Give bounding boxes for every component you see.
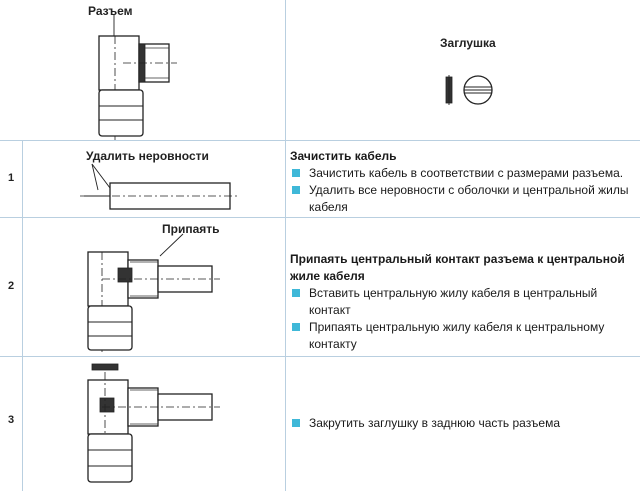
step-1-title: Зачистить кабель [290,149,397,163]
step-3-bullets: Закрутить заглушку в заднюю часть разъем… [290,415,635,432]
list-item: Удалить все неровности с оболочки и цент… [290,182,635,216]
list-item: Припаять центральную жилу кабеля к центр… [290,319,635,353]
step-number-1: 1 [7,172,15,184]
cable-strip-figure [80,163,240,210]
list-item: Вставить центральную жилу кабеля в центр… [290,285,635,319]
bullet-icon [292,323,300,331]
bullet-icon [292,419,300,427]
connector-label: Разъем [88,4,133,18]
list-item: Закрутить заглушку в заднюю часть разъем… [290,415,635,432]
list-item: Зачистить кабель в соответствии с размер… [290,165,635,182]
step-number-2: 2 [7,280,15,292]
bullet-icon [292,169,300,177]
plug-label: Заглушка [440,36,496,50]
row-divider-1 [0,140,640,141]
step-2-bullets: Вставить центральную жилу кабеля в центр… [290,285,635,353]
bullet-icon [292,186,300,194]
step-3-text: Закрутить заглушку в заднюю часть разъем… [290,415,635,432]
connector-header-figure [98,14,177,142]
step-2-title: Припаять центральный контакт разъема к ц… [290,252,625,283]
row-divider-3 [0,356,640,357]
step-1-bullets: Зачистить кабель в соответствии с размер… [290,165,635,216]
column-divider-number [22,140,23,491]
bullet-icon [292,289,300,297]
plug-figure [445,75,493,105]
column-divider-text [285,0,286,491]
step-2-text: Припаять центральный контакт разъема к ц… [290,251,635,353]
step-number-3: 3 [7,414,15,426]
row-divider-2 [0,217,640,218]
solder-label: Припаять [162,222,220,236]
solder-figure [87,233,220,352]
plug-install-figure [87,363,220,484]
step-1-text: Зачистить кабель Зачистить кабель в соот… [290,148,635,216]
remove-burrs-label: Удалить неровности [86,149,209,163]
